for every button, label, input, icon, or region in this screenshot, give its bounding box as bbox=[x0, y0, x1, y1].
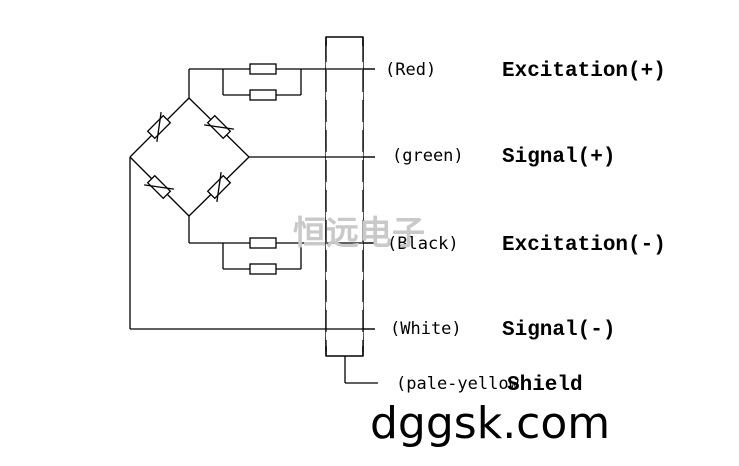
strain-gauge-top-right bbox=[204, 114, 234, 140]
wire-color-green: (green) bbox=[392, 146, 464, 166]
site-url: dggsk.com bbox=[370, 398, 610, 449]
strain-gauge-bottom-right bbox=[206, 172, 232, 202]
signal-excitation-plus: Excitation(+) bbox=[502, 60, 666, 83]
watermark-text: 恒远电子 bbox=[293, 213, 425, 252]
bridge-diamond bbox=[129, 97, 250, 217]
resistor-top-2 bbox=[249, 89, 277, 101]
resistor-top-1 bbox=[249, 63, 277, 75]
wire-color-red: (Red) bbox=[385, 60, 436, 80]
signal-signal-minus: Signal(-) bbox=[502, 319, 615, 342]
signal-shield: Shield bbox=[507, 374, 583, 397]
shield-lead bbox=[344, 356, 378, 384]
signal-signal-plus: Signal(+) bbox=[502, 146, 615, 169]
signal-excitation-minus: Excitation(-) bbox=[502, 234, 666, 257]
strain-gauge-top-left bbox=[146, 112, 172, 142]
wire-color-pale-yellow: (pale-yellow bbox=[396, 374, 520, 394]
resistor-bottom-1 bbox=[249, 237, 277, 249]
resistor-bottom-2 bbox=[249, 263, 277, 275]
wire-color-white: (White) bbox=[390, 319, 462, 339]
strain-gauge-bottom-left bbox=[144, 174, 174, 200]
wire-color-black: (Black) bbox=[387, 234, 459, 254]
cable-connector bbox=[325, 36, 375, 357]
